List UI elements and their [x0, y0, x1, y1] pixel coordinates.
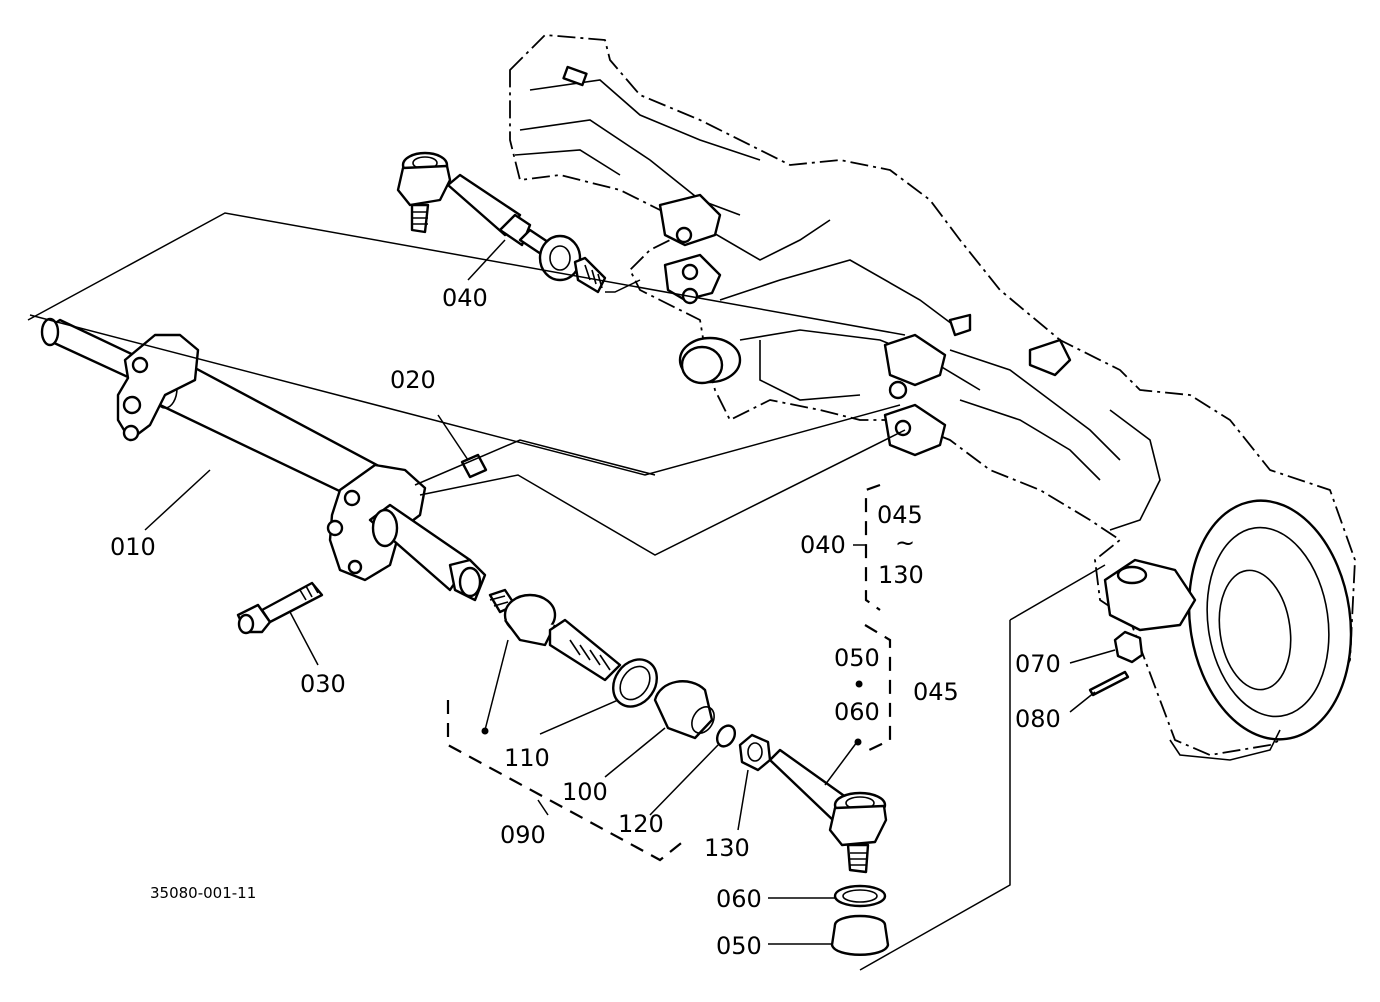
label-100: 100: [562, 778, 608, 806]
part-020-grease-nipple: [460, 453, 488, 479]
part-070-castle-nut: [1113, 630, 1144, 664]
drawing-number: 35080-001-11: [150, 884, 256, 902]
label-070: 070: [1015, 650, 1061, 678]
part-120-snap-ring: [715, 724, 737, 748]
label-040-group: 040: [800, 531, 846, 559]
label-030: 030: [300, 670, 346, 698]
part-110-o-ring: [612, 658, 658, 708]
label-045-group: 045: [913, 678, 959, 706]
part-060-seal: [833, 884, 887, 908]
part-080-split-pin: [1088, 670, 1130, 697]
part-050-cover: [830, 914, 890, 956]
label-050-bottom: 050: [716, 932, 762, 960]
label-group-dot: •: [852, 671, 866, 699]
part-130-lock-nut: [738, 733, 772, 772]
label-080: 080: [1015, 705, 1061, 733]
label-040-top: 040: [442, 284, 488, 312]
part-090-ball-joint: [488, 588, 622, 682]
label-120: 120: [618, 810, 664, 838]
label-110: 110: [504, 744, 550, 772]
callout-labels: 010 020 030 040 040 045 ~ 130 050 • 060 …: [110, 284, 1061, 960]
part-045-tie-rod-end-lower: [768, 748, 888, 874]
label-010: 010: [110, 533, 156, 561]
axle-housing-outline: [509, 34, 1356, 761]
label-045-group-top: 045: [877, 501, 923, 529]
part-030-bolt: [236, 581, 324, 635]
label-060-group-bottom: 060: [834, 698, 880, 726]
label-130: 130: [704, 834, 750, 862]
label-050-group-top: 050: [834, 644, 880, 672]
part-010-steering-cylinder: [40, 317, 487, 602]
label-090: 090: [500, 821, 546, 849]
label-060-bottom: 060: [716, 885, 762, 913]
part-100-dust-boot: [653, 680, 715, 740]
assembly-location-lines: [27, 212, 1106, 971]
label-range-tilde: ~: [895, 529, 915, 557]
label-020: 020: [390, 366, 436, 394]
label-130-group-bottom: 130: [878, 561, 924, 589]
part-040-tie-rod-upper: [396, 151, 607, 294]
leader-lines: [144, 239, 1116, 945]
